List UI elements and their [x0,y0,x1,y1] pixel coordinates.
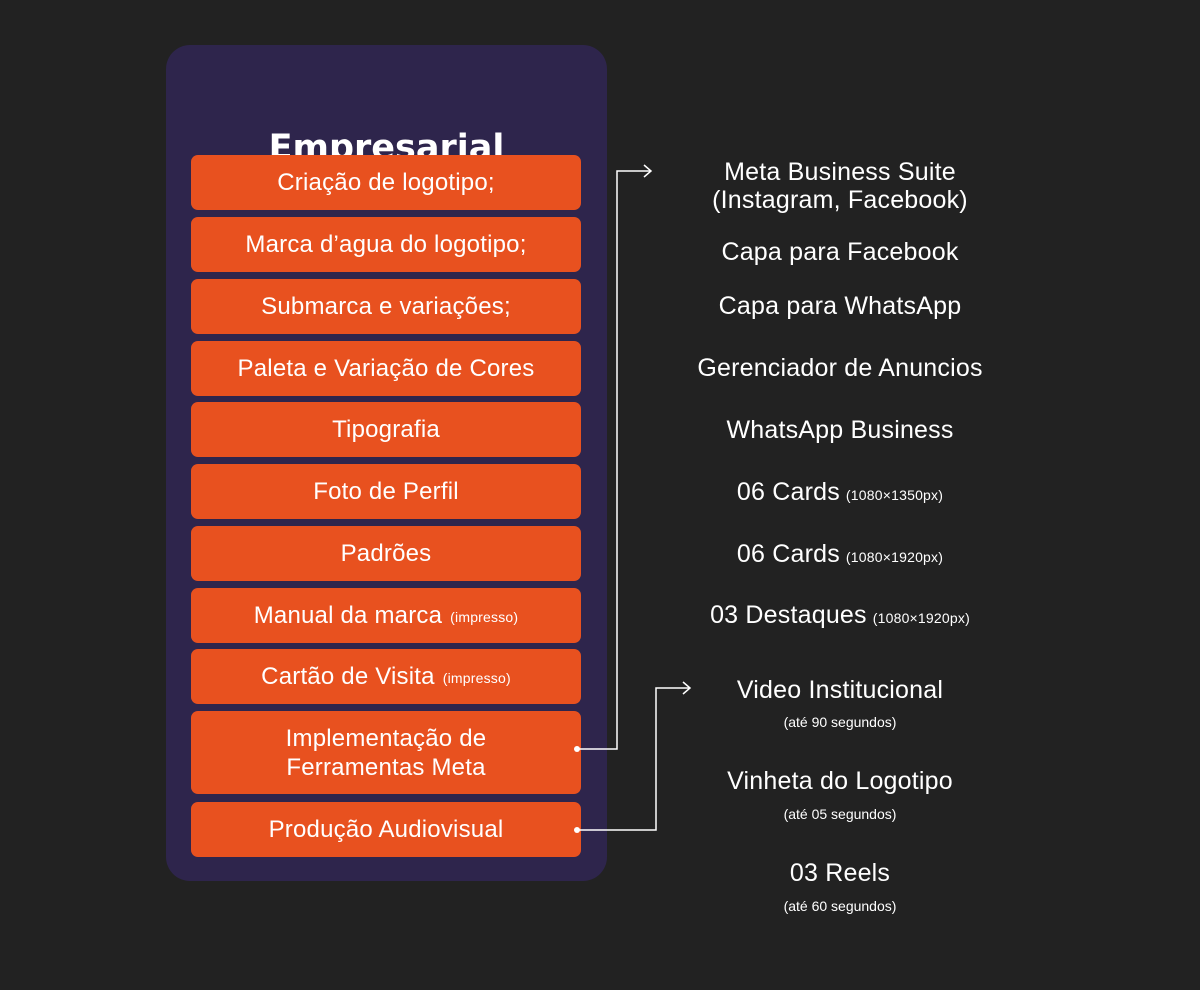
audiovisual-label: 03 Reels [789,859,891,887]
meta-tool-label: 06 Cards [736,478,840,506]
meta-tool-size: (1080×1350px) [845,487,944,503]
meta-arrow-head-icon [643,164,653,178]
meta-tool-label: WhatsApp Business [726,416,954,444]
meta-tool-whatsapp-business: WhatsApp Business [640,416,1040,444]
audiovisual-duration: (até 90 segundos) [783,714,897,730]
service-item-label-line2: Ferramentas Meta [286,753,486,781]
meta-tool-facebook-cover: Capa para Facebook [640,238,1040,266]
service-item-meta-tools: Implementação de Ferramentas Meta [191,711,581,794]
audiovisual-duration: (até 05 segundos) [783,806,897,822]
service-item-label-line1: Implementação de [285,724,487,752]
audiovisual-connector-line [577,687,690,831]
meta-tool-label-line1: Meta Business Suite [724,158,956,186]
meta-tool-label: 06 Cards [736,540,840,568]
service-item-business-card: Cartão de Visita (impresso) [191,649,581,704]
audiovisual-logo-vignette: Vinheta do Logotipo [640,767,1040,795]
meta-tool-label: Capa para WhatsApp [718,292,962,320]
meta-tool-ads-manager: Gerenciador de Anuncios [640,354,1040,382]
service-item-label: Manual da marca [253,602,443,629]
meta-connector [574,164,653,752]
service-item-label: Tipografia [332,416,440,443]
meta-tool-label: 03 Destaques [710,601,867,629]
service-item-profile-photo: Foto de Perfil [191,464,581,519]
audiovisual-arrow-head-icon [682,681,692,695]
service-item-logo: Criação de logotipo; [191,155,581,210]
service-item-note: (impresso) [450,609,519,625]
meta-tool-business-suite: Meta Business Suite (Instagram, Facebook… [640,158,1040,214]
service-item-typography: Tipografia [191,402,581,457]
service-item-submark: Submarca e variações; [191,279,581,334]
meta-tool-cards-1920: 06 Cards (1080×1920px) [640,540,1040,571]
service-item-label: Produção Audiovisual [268,816,504,843]
service-item-brand-manual: Manual da marca (impresso) [191,588,581,643]
service-item-label: Foto de Perfil [313,478,459,505]
service-item-note: (impresso) [442,670,511,686]
audiovisual-duration: (até 60 segundos) [783,898,897,914]
service-item-label: Paleta e Variação de Cores [237,355,535,382]
meta-connector-line [577,170,651,750]
service-item-label: Cartão de Visita [261,663,435,690]
meta-tool-size: (1080×1920px) [872,610,970,626]
meta-tool-highlights: 03 Destaques (1080×1920px) [640,601,1040,632]
service-item-patterns: Padrões [191,526,581,581]
meta-tool-whatsapp-cover: Capa para WhatsApp [640,292,1040,320]
meta-tool-cards-1350: 06 Cards (1080×1350px) [640,478,1040,509]
service-item-palette: Paleta e Variação de Cores [191,341,581,396]
audiovisual-connector [574,681,692,833]
audiovisual-institutional-video: Video Institucional [640,676,1040,704]
service-item-label: Padrões [340,540,432,567]
meta-tool-label-line2: (Instagram, Facebook) [712,186,968,214]
audiovisual-label: Video Institucional [736,676,944,704]
meta-tool-label: Capa para Facebook [721,238,959,266]
service-item-label: Marca d’agua do logotipo; [245,231,527,258]
meta-tool-label: Gerenciador de Anuncios [697,354,983,382]
service-item-label: Criação de logotipo; [277,169,495,196]
meta-tool-size: (1080×1920px) [845,549,944,565]
service-item-watermark: Marca d’agua do logotipo; [191,217,581,272]
audiovisual-reels: 03 Reels [640,859,1040,887]
service-item-audiovisual: Produção Audiovisual [191,802,581,857]
service-item-label: Submarca e variações; [261,293,511,320]
audiovisual-label: Vinheta do Logotipo [727,767,953,795]
